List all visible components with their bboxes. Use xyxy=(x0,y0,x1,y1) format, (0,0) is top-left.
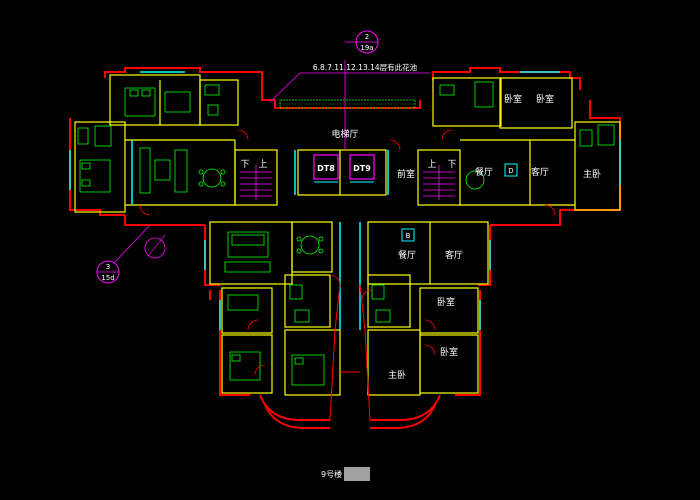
door-swings xyxy=(139,129,556,376)
label-master-b: 主卧 xyxy=(388,369,406,381)
elevator-cabins xyxy=(313,154,375,183)
planter-hatch xyxy=(279,99,416,109)
stairs xyxy=(240,165,455,200)
corridor-lines xyxy=(329,284,371,421)
label-elevator-hall: 电梯厅 xyxy=(331,128,358,140)
label-stair-right-up: 上 xyxy=(427,159,436,170)
unit-tag-b-text: B xyxy=(406,232,411,240)
label-bed-b2: 卧室 xyxy=(440,346,458,358)
section-marker-2: 2 19a xyxy=(344,30,379,150)
note-leader: 6.8.7.11.12.13.14层有此花池 xyxy=(269,62,430,103)
label-dining-b: 餐厅 xyxy=(398,249,416,261)
label-porch: 前室 xyxy=(397,168,415,180)
label-stair-left-down: 下 xyxy=(240,160,249,170)
section-3-ref: 15d xyxy=(101,274,114,282)
label-bed-d2: 卧室 xyxy=(536,93,554,105)
label-living-b: 客厅 xyxy=(445,249,463,261)
label-master-d: 主卧 xyxy=(583,168,601,180)
drawing-title-text: 9号楼 xyxy=(321,469,342,479)
label-stair-right-down: 下 xyxy=(447,160,456,170)
label-dt9: DT9 xyxy=(353,164,371,173)
section-2-ref: 19a xyxy=(360,44,373,52)
windows xyxy=(69,71,621,330)
unit-tag-b: B xyxy=(401,228,415,242)
room-labels: 电梯厅 DT8 DT9 下 上 上 下 前室 餐厅 客厅 主卧 卧室 卧室 餐厅… xyxy=(240,93,601,381)
section-marker-3: 3 15d xyxy=(96,224,166,284)
unit-tag-d-text: D xyxy=(508,167,513,175)
interior-walls xyxy=(74,74,621,396)
section-2-number: 2 xyxy=(365,33,369,41)
label-bed-b1: 卧室 xyxy=(437,296,455,308)
furniture xyxy=(77,81,615,386)
title-box-left xyxy=(318,467,344,481)
label-dining-d: 餐厅 xyxy=(475,166,493,178)
label-stair-left-up: 上 xyxy=(258,159,267,170)
label-bed-d1: 卧室 xyxy=(504,93,522,105)
label-living-d: 客厅 xyxy=(531,166,549,178)
planter-note: 6.8.7.11.12.13.14层有此花池 xyxy=(313,62,418,72)
unit-tag-d: D xyxy=(504,163,518,177)
label-dt8: DT8 xyxy=(317,164,335,173)
section-3-number: 3 xyxy=(106,263,110,271)
drawing-title: 9号楼 xyxy=(318,467,370,481)
